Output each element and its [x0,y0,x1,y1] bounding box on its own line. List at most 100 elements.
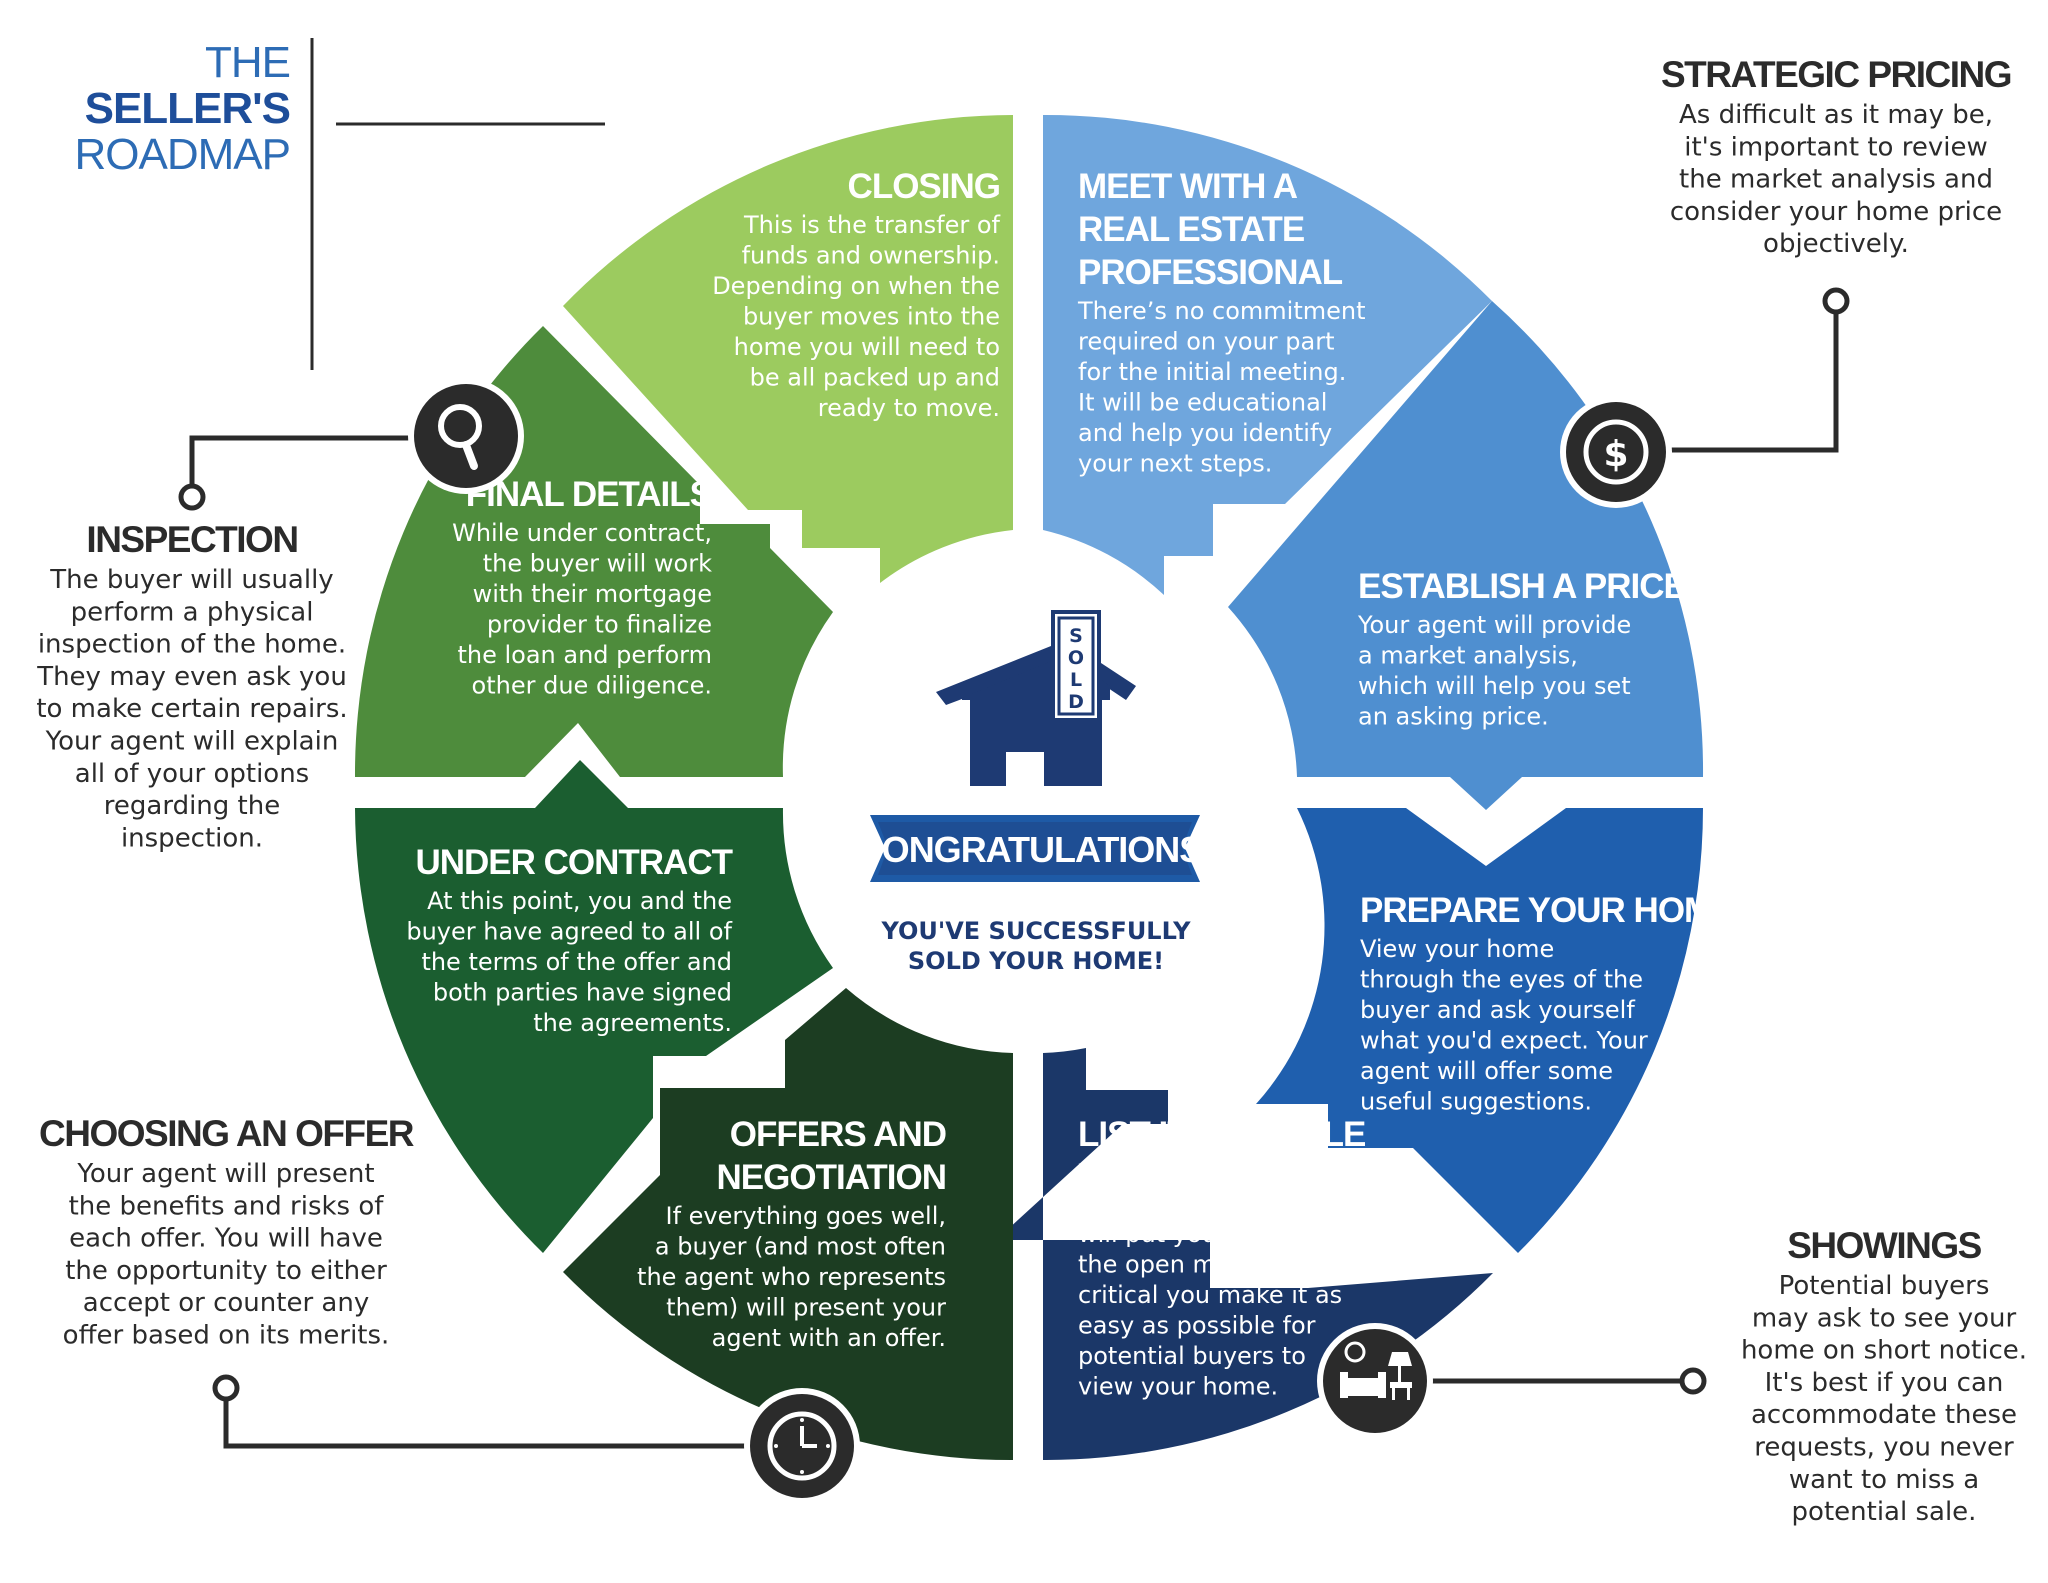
segment-body-meet-agent: It will be educational [1078,389,1327,417]
segment-body-final-details: provider to finalize [487,611,712,639]
segment-body-offers-negotiation: the agent who represents [637,1263,946,1291]
segment-body-prepare-home: through the eyes of the [1360,966,1643,994]
segment-body-offers-negotiation: agent with an offer. [712,1324,946,1352]
segment-body-meet-agent: There’s no commitment [1077,297,1366,325]
callout-body-showings: potential sale. [1792,1497,1977,1527]
segment-body-meet-agent: for the initial meeting. [1078,358,1346,386]
callout-body-showings: want to miss a [1789,1465,1979,1495]
segment-body-prepare-home: what you'd expect. Your [1360,1027,1648,1055]
segment-body-establish-price: an asking price. [1358,703,1549,731]
segment-body-establish-price: a market analysis, [1358,642,1578,670]
segment-body-prepare-home: View your home [1360,935,1554,963]
success-line-1: YOU'VE SUCCESSFULLY [880,917,1191,945]
segment-body-list-for-sale: When everything [1078,1159,1284,1187]
segment-body-final-details: with their mortgage [473,580,712,608]
segment-under-contract [355,760,833,1253]
callout-body-strategic-pricing: it's important to review [1684,132,1987,162]
segment-body-closing: ready to move. [818,394,1000,422]
callout-body-showings: Potential buyers [1779,1271,1990,1301]
callout-body-inspection: inspection. [121,823,263,853]
segment-body-list-for-sale: will put your home on [1078,1220,1340,1248]
callout-body-choosing-offer: offer based on its merits. [63,1321,390,1351]
segment-body-closing: home you will need to [734,333,1000,361]
callout-body-showings: accommodate these [1751,1400,2017,1430]
segment-body-prepare-home: useful suggestions. [1360,1088,1592,1116]
segment-title-list-for-sale: LIST IT FOR SALE [1078,1115,1365,1154]
segment-closing [563,115,1013,583]
callout-body-choosing-offer: accept or counter any [83,1288,369,1318]
brand-title: THE SELLER'S ROADMAP [75,38,605,370]
segment-meet-agent [1043,114,1492,595]
clock-icon [744,1388,860,1504]
segment-body-closing: be all packed up and [750,364,1000,392]
segment-body-final-details: the loan and perform [457,641,712,669]
magnifier-icon [408,378,524,494]
callout-body-strategic-pricing: objectively. [1763,229,1909,259]
segment-body-closing: funds and ownership. [742,242,1000,270]
brand-line-1: THE [205,38,290,87]
segment-title-offers-negotiation: OFFERS AND [730,1115,946,1154]
dollar-icon: $ [1560,396,1672,508]
segment-prepare-home [1256,808,1703,1253]
segment-body-list-for-sale: view your home. [1078,1373,1278,1401]
callout-body-inspection: The buyer will usually [49,565,333,595]
segment-body-final-details: While under contract, [452,519,712,547]
segment-body-offers-negotiation: a buyer (and most often [655,1233,946,1261]
callout-body-strategic-pricing: the market analysis and [1679,165,1993,195]
callout-body-inspection: perform a physical [71,597,314,627]
segment-body-meet-agent: and help you identify [1078,419,1332,447]
callout-title-inspection: INSPECTION [86,519,297,560]
segment-title-meet-agent: MEET WITH A [1078,167,1298,206]
callout-body-strategic-pricing: consider your home price [1670,197,2002,227]
segment-body-meet-agent: required on your part [1078,328,1335,356]
segment-title-under-contract: UNDER CONTRACT [415,843,732,882]
segment-title-meet-agent: REAL ESTATE [1078,210,1304,249]
callout-body-choosing-offer: the benefits and risks of [69,1191,385,1221]
sold-sign-letter: O [1068,647,1084,669]
segment-title-prepare-home: PREPARE YOUR HOME [1360,891,1735,930]
segment-body-list-for-sale: easy as possible for [1078,1312,1316,1340]
callout-texts: STRATEGIC PRICING As difficult as it may … [36,54,2027,1527]
furniture-icon [1317,1323,1433,1439]
segment-body-under-contract: buyer have agreed to all of [406,918,732,946]
sold-house-icon [936,610,1136,788]
segment-body-closing: This is the transfer of [743,211,1001,239]
sold-sign-letter: D [1068,691,1084,713]
segment-body-establish-price: Your agent will provide [1357,611,1631,639]
segment-body-closing: buyer moves into the [743,303,1000,331]
segment-body-list-for-sale: potential buyers to [1078,1342,1306,1370]
segment-offers-negotiation [563,988,1013,1461]
segment-body-final-details: other due diligence. [472,672,712,700]
callout-title-showings: SHOWINGS [1787,1225,1981,1266]
callout-body-choosing-offer: the opportunity to either [65,1256,387,1286]
segment-body-prepare-home: buyer and ask yourself [1360,996,1635,1024]
segment-body-prepare-home: agent will offer some [1360,1057,1613,1085]
segment-body-offers-negotiation: them) will present your [666,1294,946,1322]
callout-body-choosing-offer: each offer. You will have [69,1224,383,1254]
brand-line-3: ROADMAP [75,130,290,179]
segment-body-offers-negotiation: If everything goes well, [666,1202,947,1230]
segment-body-list-for-sale: is in place your agent [1078,1190,1337,1218]
segment-body-list-for-sale: the open market. It's [1078,1251,1329,1279]
callout-body-choosing-offer: Your agent will present [76,1159,374,1189]
svg-text:$: $ [1603,434,1628,475]
callout-body-showings: home on short notice. [1741,1336,2027,1366]
callout-connectors [178,287,1850,1449]
callout-body-inspection: inspection of the home. [38,630,346,660]
sold-sign-letter: S [1069,625,1083,647]
callout-title-strategic-pricing: STRATEGIC PRICING [1661,54,2011,95]
callout-body-inspection: regarding the [104,791,280,821]
callout-body-showings: It's best if you can [1765,1368,2004,1398]
segment-title-final-details: FINAL DETAILS [466,475,712,514]
segment-body-closing: Depending on when the [712,272,1000,300]
segment-body-under-contract: At this point, you and the [427,887,732,915]
callout-body-strategic-pricing: As difficult as it may be, [1679,100,1993,130]
segment-body-final-details: the buyer will work [483,550,712,578]
congrats-text: CONGRATULATIONS! [857,829,1214,870]
segment-body-under-contract: the agreements. [533,1009,732,1037]
segment-title-closing: CLOSING [848,167,1000,206]
sold-sign-letter: L [1070,669,1082,691]
segment-body-establish-price: which will help you set [1358,672,1631,700]
callout-title-choosing-offer: CHOOSING AN OFFER [39,1113,414,1154]
